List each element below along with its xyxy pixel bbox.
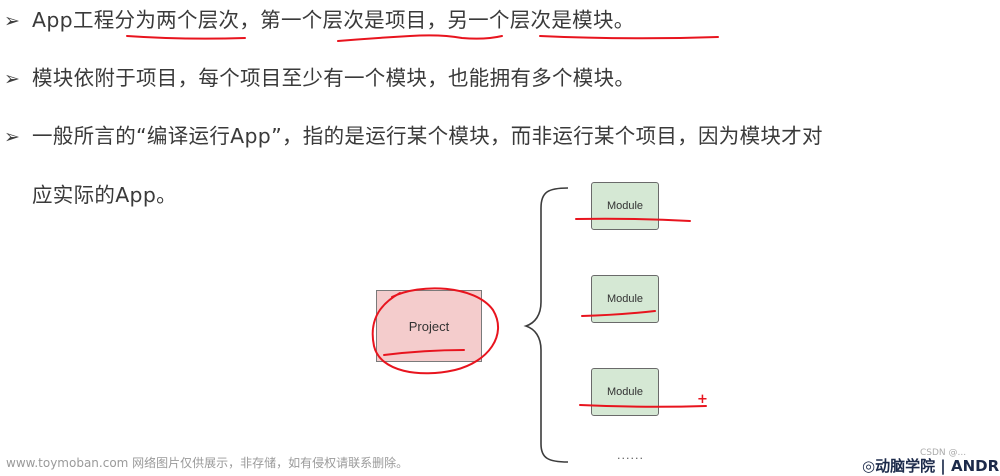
module-node-3: Module <box>591 368 659 416</box>
bullet-text-3-continuation: 应实际的App。 <box>32 183 177 207</box>
bullet-text-3: 一般所言的“编译运行App”，指的是运行某个模块，而非运行某个项目，因为模块才对 <box>32 124 823 148</box>
logo-watermark: ◎动脑学院 | ANDR <box>862 457 1000 475</box>
bullet-item-1: ➢ App工程分为两个层次，第一个层次是项目，另一个层次是模块。 <box>4 3 635 33</box>
project-node: Project <box>376 290 482 362</box>
module-node-2: Module <box>591 275 659 323</box>
bullet-arrow-icon: ➢ <box>4 68 21 90</box>
bullet-text-1: App工程分为两个层次，第一个层次是项目，另一个层次是模块。 <box>32 8 635 32</box>
curly-brace <box>523 187 569 463</box>
bullet-item-2: ➢ 模块依附于项目，每个项目至少有一个模块，也能拥有多个模块。 <box>4 61 635 91</box>
bullet-text-2: 模块依附于项目，每个项目至少有一个模块，也能拥有多个模块。 <box>32 66 636 90</box>
more-modules-ellipsis: ...... <box>617 449 644 462</box>
underline-annotation <box>126 35 246 40</box>
bullet-arrow-icon: ➢ <box>4 126 21 148</box>
bullet-arrow-icon: ➢ <box>4 10 21 32</box>
underline-annotation <box>337 34 503 42</box>
footer-watermark: www.toymoban.com 网络图片仅供展示，非存储，如有侵权请联系删除。 <box>6 456 409 470</box>
csdn-watermark: CSDN @... <box>920 448 967 458</box>
bullet-item-3: ➢ 一般所言的“编译运行App”，指的是运行某个模块，而非运行某个项目，因为模块才… <box>4 119 823 149</box>
underline-annotation <box>539 35 719 40</box>
plus-annotation: + <box>697 392 708 407</box>
module-node-1: Module <box>591 182 659 230</box>
